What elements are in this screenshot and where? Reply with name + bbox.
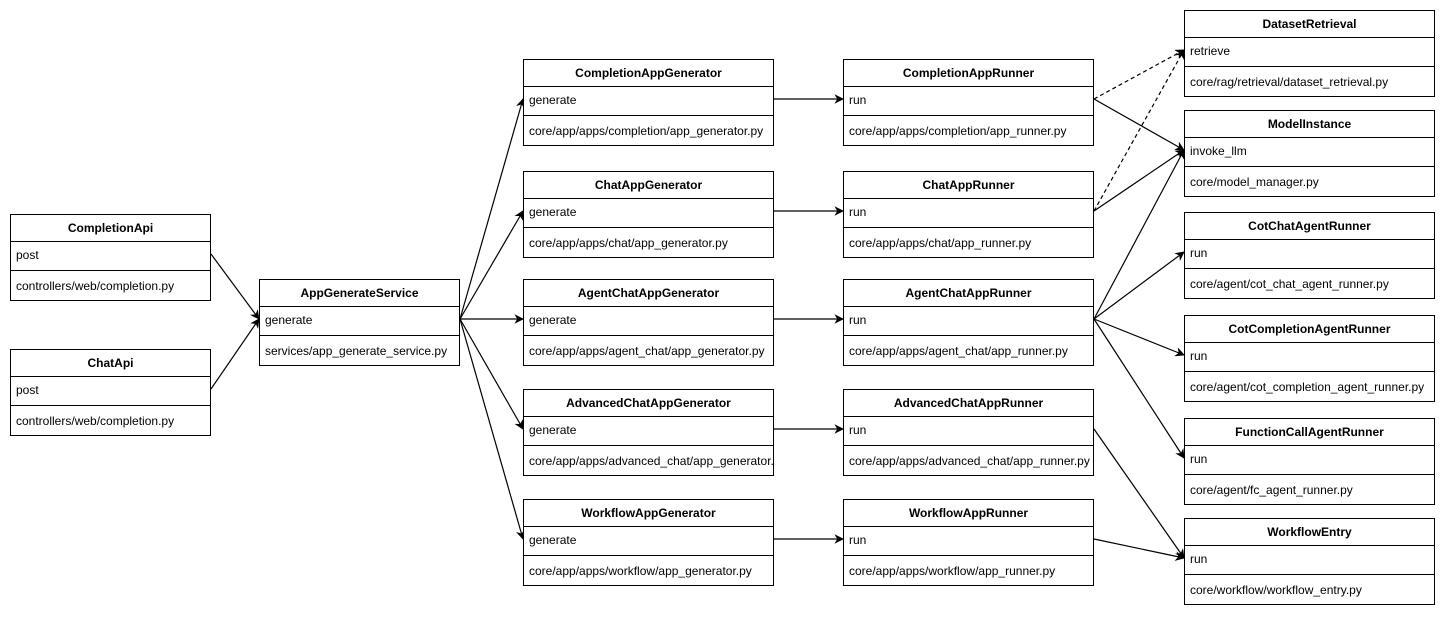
class-name: WorkflowAppRunner: [844, 500, 1093, 527]
class-name: AdvancedChatAppRunner: [844, 390, 1093, 417]
class-file-path: core/app/apps/advanced_chat/app_generato…: [529, 454, 773, 468]
class-file-path: core/app/apps/advanced_chat/app_runner.p…: [849, 454, 1090, 468]
class-method: run: [844, 307, 1093, 336]
class-file-path: controllers/web/completion.py: [16, 279, 175, 293]
class-box-chat-app-runner[interactable]: ChatAppRunner run core/app/apps/chat/app…: [843, 171, 1094, 258]
class-method: run: [844, 417, 1093, 446]
class-name: ChatAppRunner: [844, 172, 1093, 199]
class-file-path: core/app/apps/chat/app_runner.py: [849, 236, 1032, 250]
class-name: AgentChatAppGenerator: [524, 280, 773, 307]
edge-app-generate-service-to-completion-app-generator: [459, 98, 526, 320]
class-method: run: [1185, 546, 1434, 575]
class-file-path: core/rag/retrieval/dataset_retrieval.py: [1190, 75, 1389, 89]
edge-agent-chat-app-runner-to-function-call-agent-runner: [1093, 318, 1185, 459]
edge-chat-app-runner-to-model-instance: [1093, 149, 1185, 212]
class-file-path: core/app/apps/completion/app_runner.py: [849, 124, 1067, 138]
class-method: run: [1185, 343, 1434, 372]
class-method: invoke_llm: [1185, 138, 1434, 167]
class-method: post: [11, 377, 210, 406]
class-box-model-instance[interactable]: ModelInstance invoke_llm core/model_mana…: [1184, 110, 1435, 197]
class-method: generate: [524, 417, 773, 446]
edge-app-generate-service-to-workflow-app-generator: [459, 318, 526, 540]
class-method: generate: [524, 87, 773, 116]
class-box-completion-api[interactable]: CompletionApi post controllers/web/compl…: [10, 214, 211, 301]
class-box-cot-chat-agent-runner[interactable]: CotChatAgentRunner run core/agent/cot_ch…: [1184, 212, 1435, 299]
class-method: run: [1185, 446, 1434, 475]
class-file-path: core/agent/cot_completion_agent_runner.p…: [1190, 380, 1425, 394]
class-box-app-generate-service[interactable]: AppGenerateService generate services/app…: [259, 279, 460, 366]
class-name: WorkflowAppGenerator: [524, 500, 773, 527]
edge-chat-app-runner-to-dataset-retrieval: [1093, 49, 1185, 212]
class-file-path: services/app_generate_service.py: [265, 344, 448, 358]
class-file-path: core/model_manager.py: [1190, 175, 1319, 189]
edge-agent-chat-app-runner-to-cot-chat-agent-runner: [1093, 251, 1185, 320]
class-name: AppGenerateService: [260, 280, 459, 307]
class-box-advanced-chat-app-generator[interactable]: AdvancedChatAppGenerator generate core/a…: [523, 389, 774, 476]
class-name: CompletionAppRunner: [844, 60, 1093, 87]
class-name: CompletionAppGenerator: [524, 60, 773, 87]
class-method: run: [844, 87, 1093, 116]
class-file-path: core/app/apps/agent_chat/app_runner.py: [849, 344, 1068, 358]
edge-workflow-app-runner-to-workflow-entry: [1093, 538, 1185, 561]
class-method: generate: [260, 307, 459, 336]
class-name: AdvancedChatAppGenerator: [524, 390, 773, 417]
edge-agent-chat-app-runner-to-model-instance: [1093, 149, 1185, 320]
edge-app-generate-service-to-advanced-chat-app-generator: [459, 318, 524, 430]
class-name: CotChatAgentRunner: [1185, 213, 1434, 240]
class-method: post: [11, 242, 210, 271]
class-box-workflow-entry[interactable]: WorkflowEntry run core/workflow/workflow…: [1184, 518, 1435, 605]
class-name: ChatAppGenerator: [524, 172, 773, 199]
edge-chat-api-to-app-generate-service: [210, 318, 260, 390]
class-box-function-call-agent-runner[interactable]: FunctionCallAgentRunner run core/agent/f…: [1184, 418, 1435, 505]
class-box-workflow-app-runner[interactable]: WorkflowAppRunner run core/app/apps/work…: [843, 499, 1094, 586]
class-name: CotCompletionAgentRunner: [1185, 316, 1434, 343]
class-box-chat-api[interactable]: ChatApi post controllers/web/completion.…: [10, 349, 211, 436]
class-method: run: [844, 527, 1093, 556]
class-box-cot-completion-agent-runner[interactable]: CotCompletionAgentRunner run core/agent/…: [1184, 315, 1435, 402]
class-name: FunctionCallAgentRunner: [1185, 419, 1434, 446]
class-name: WorkflowEntry: [1185, 519, 1434, 546]
class-file-path: core/agent/cot_chat_agent_runner.py: [1190, 277, 1389, 291]
class-method: generate: [524, 307, 773, 336]
edge-completion-api-to-app-generate-service: [210, 253, 260, 320]
edge-advanced-chat-app-runner-to-workflow-entry: [1093, 428, 1185, 559]
class-file-path: core/app/apps/completion/app_generator.p…: [529, 124, 764, 138]
class-method: run: [1185, 240, 1434, 269]
class-method: generate: [524, 199, 773, 228]
class-file-path: core/agent/fc_agent_runner.py: [1190, 483, 1353, 497]
class-method: run: [844, 199, 1093, 228]
class-method: generate: [524, 527, 773, 556]
class-file-path: core/workflow/workflow_entry.py: [1190, 583, 1362, 597]
class-box-agent-chat-app-runner[interactable]: AgentChatAppRunner run core/app/apps/age…: [843, 279, 1094, 366]
class-box-completion-app-runner[interactable]: CompletionAppRunner run core/app/apps/co…: [843, 59, 1094, 146]
class-box-agent-chat-app-generator[interactable]: AgentChatAppGenerator generate core/app/…: [523, 279, 774, 366]
class-name: CompletionApi: [11, 215, 210, 242]
edge-agent-chat-app-runner-to-cot-completion-agent-runner: [1093, 318, 1185, 357]
edge-completion-app-runner-to-dataset-retrieval: [1093, 49, 1185, 100]
class-box-workflow-app-generator[interactable]: WorkflowAppGenerator generate core/app/a…: [523, 499, 774, 586]
class-file-path: core/app/apps/workflow/app_generator.py: [529, 564, 752, 578]
class-name: AgentChatAppRunner: [844, 280, 1093, 307]
edge-completion-app-runner-to-model-instance: [1093, 98, 1185, 151]
class-box-chat-app-generator[interactable]: ChatAppGenerator generate core/app/apps/…: [523, 171, 774, 258]
class-file-path: core/app/apps/chat/app_generator.py: [529, 236, 728, 250]
class-name: ChatApi: [11, 350, 210, 377]
edge-app-generate-service-to-chat-app-generator: [459, 210, 524, 320]
class-method: retrieve: [1185, 38, 1434, 67]
class-box-dataset-retrieval[interactable]: DatasetRetrieval retrieve core/rag/retri…: [1184, 10, 1435, 97]
class-box-completion-app-generator[interactable]: CompletionAppGenerator generate core/app…: [523, 59, 774, 146]
class-file-path: core/app/apps/workflow/app_runner.py: [849, 564, 1056, 578]
class-name: ModelInstance: [1185, 111, 1434, 138]
class-file-path: controllers/web/completion.py: [16, 414, 175, 428]
class-file-path: core/app/apps/agent_chat/app_generator.p…: [529, 344, 765, 358]
class-name: DatasetRetrieval: [1185, 11, 1434, 38]
class-box-advanced-chat-app-runner[interactable]: AdvancedChatAppRunner run core/app/apps/…: [843, 389, 1094, 476]
